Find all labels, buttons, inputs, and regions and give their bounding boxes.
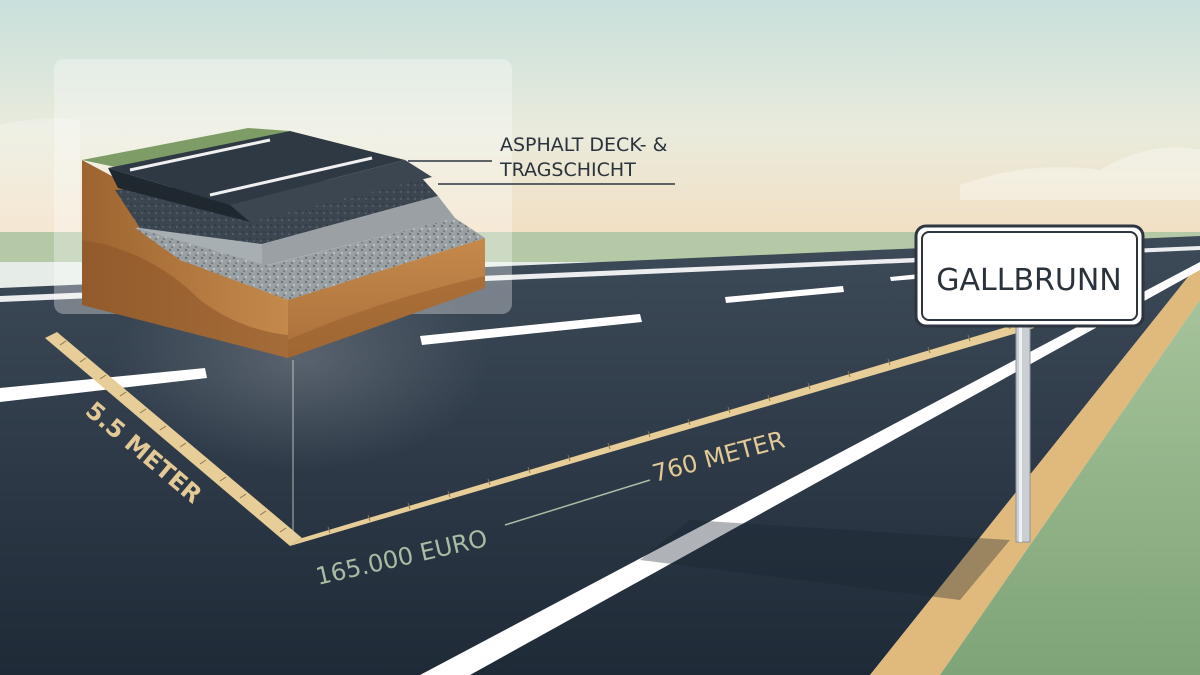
sign-post [1015,321,1031,543]
cost-leader-line [504,479,651,526]
center-dash [725,286,844,303]
sign-post-highlight [1019,322,1022,542]
asphalt-top-layer [108,131,405,205]
measure-ruler-group [45,320,1034,546]
ruler-width [45,332,302,546]
right-edge-line [420,262,1200,675]
ruler-ticks [59,322,1011,534]
layer-lane-marking [209,156,373,197]
layer-label-line2: TRAGSCHICHT [499,159,636,181]
asphalt-top-edge [230,160,432,222]
soil-strata-right [288,276,485,358]
road-shoulder [870,262,1200,675]
sign-board-inner-border [921,231,1138,321]
cloud [960,147,1200,200]
cloud [0,118,80,240]
grass-field [940,300,1200,675]
layer-lane-marking [129,138,271,172]
soil-strata [82,240,288,358]
road-cross-section [82,128,485,358]
asphalt-left-edge [108,168,250,222]
base-course-side [262,196,455,266]
grass-top [82,128,290,168]
sign-shadow [640,520,1010,600]
sign-town-name: GALLBRUNN [936,263,1121,298]
town-sign: GALLBRUNN [914,224,1145,543]
soil-right [288,238,485,358]
layer-label-line1: ASPHALT DECK- & [500,134,668,156]
ruler-length [290,320,1034,546]
